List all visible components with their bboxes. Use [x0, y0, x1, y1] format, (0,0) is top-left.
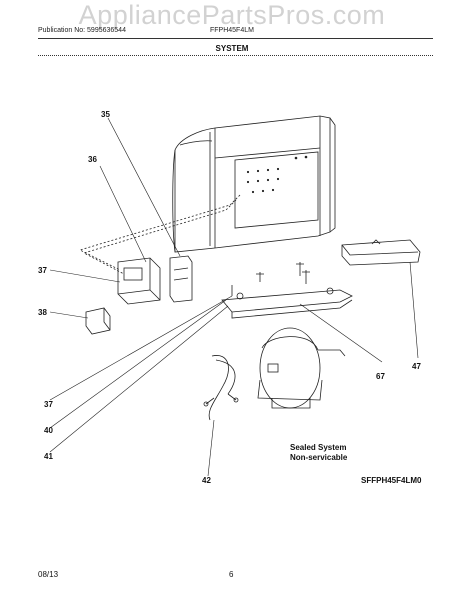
- rail-bracket: [221, 287, 353, 319]
- part-label-67: 67: [376, 372, 385, 381]
- part-label-47: 47: [412, 362, 421, 371]
- relay-component: [85, 307, 111, 335]
- part-label-38: 38: [38, 308, 47, 317]
- part-label-41: 41: [44, 452, 53, 461]
- wire-harness: [203, 355, 239, 421]
- sealed-system-line2: Non-servicable: [290, 453, 348, 462]
- footer-page-number: 6: [229, 570, 234, 579]
- header-rule: [38, 38, 433, 39]
- footer-date: 08/13: [38, 570, 59, 579]
- model-number: FFPH45F4LM: [210, 27, 254, 34]
- cover-panel: [169, 255, 193, 303]
- cabinet-housing: [172, 115, 336, 253]
- sealed-system-note: Sealed System Non-servicable: [290, 443, 347, 463]
- part-label-36: 36: [88, 155, 97, 164]
- part-label-35: 35: [101, 110, 110, 119]
- part-label-37-upper: 37: [38, 266, 47, 275]
- title-rule: [38, 55, 433, 56]
- publication-number: Publication No: 5995636544: [38, 27, 126, 34]
- part-label-42: 42: [202, 476, 211, 485]
- sealed-system-line1: Sealed System: [290, 443, 347, 452]
- diagram-id: SFFPH45F4LM0: [361, 476, 422, 485]
- compressor: [257, 327, 346, 409]
- mounting-bracket: [341, 239, 421, 266]
- watermark: AppliancePartsPros.com: [78, 0, 386, 30]
- control-box: [117, 257, 161, 305]
- fasteners: [231, 262, 310, 296]
- part-label-40: 40: [44, 426, 53, 435]
- part-label-37-lower: 37: [44, 400, 53, 409]
- section-title: SYSTEM: [215, 44, 249, 53]
